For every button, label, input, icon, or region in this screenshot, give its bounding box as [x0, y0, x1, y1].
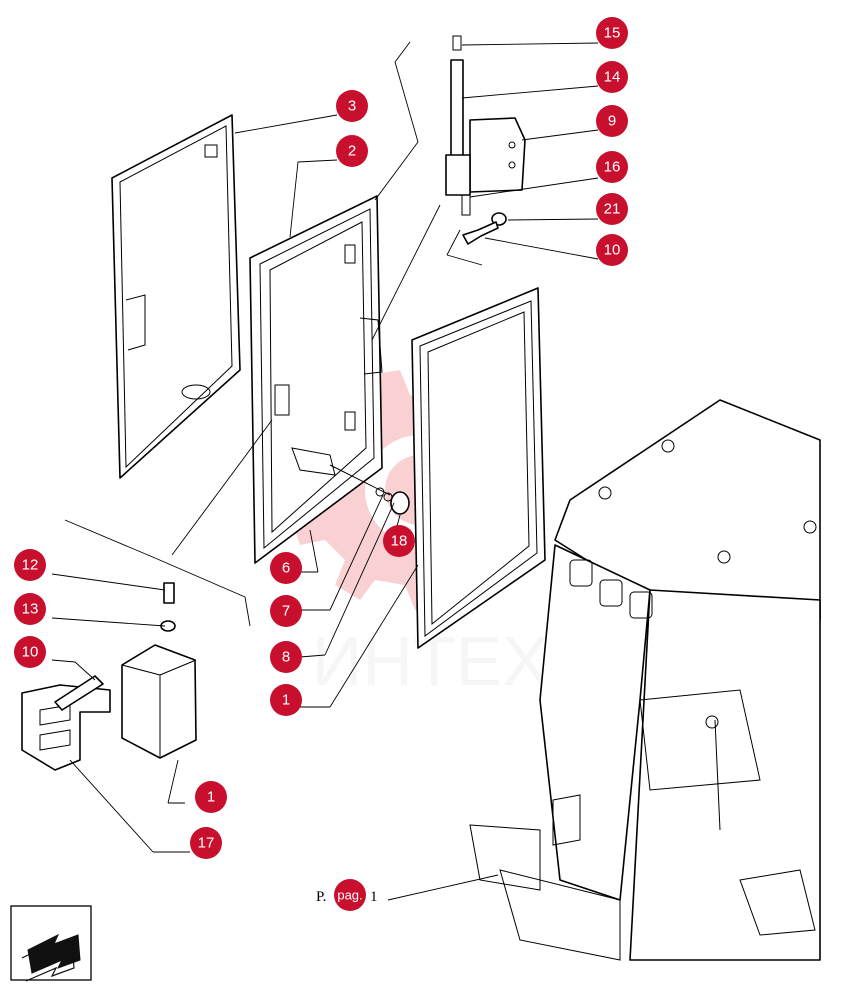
callout-14[interactable]: 14	[596, 61, 628, 93]
callout-21-label: 21	[604, 201, 621, 218]
callout-1-clamp[interactable]: 1	[195, 781, 227, 813]
callout-1-main-label: 1	[282, 692, 290, 709]
callout-18-label: 18	[391, 533, 408, 550]
page-ref-badge-label: pag.	[337, 888, 362, 903]
callout-12-label: 12	[22, 557, 39, 574]
callout-17[interactable]: 17	[190, 827, 222, 859]
window-frame	[249, 195, 393, 564]
callout-3[interactable]: 3	[336, 90, 368, 122]
callout-6[interactable]: 6	[270, 552, 302, 584]
bushing	[390, 491, 410, 515]
callout-6-label: 6	[282, 560, 290, 577]
callout-7[interactable]: 7	[270, 595, 302, 627]
callout-10-bottom[interactable]: 10	[14, 636, 46, 668]
rubber-seal	[411, 287, 546, 649]
callout-12[interactable]: 12	[14, 549, 46, 581]
callout-2-label: 2	[348, 143, 356, 160]
callout-16[interactable]: 16	[596, 151, 628, 183]
clamp-assembly	[21, 582, 197, 771]
back-arrow-icon[interactable]	[10, 905, 92, 982]
page-ref-suffix: 1	[370, 889, 378, 905]
callout-15-label: 15	[604, 25, 621, 42]
callout-13[interactable]: 13	[14, 593, 46, 625]
callout-16-label: 16	[604, 159, 621, 176]
callout-21[interactable]: 21	[596, 193, 628, 225]
page-reference[interactable]: P. pag. 1	[316, 879, 378, 911]
callout-3-label: 3	[348, 98, 356, 115]
callout-9[interactable]: 9	[596, 105, 628, 137]
callout-2[interactable]: 2	[336, 135, 368, 167]
callout-10-top-label: 10	[604, 242, 621, 259]
callout-1-clamp-label: 1	[207, 789, 215, 806]
callout-14-label: 14	[604, 69, 621, 86]
glass-panel	[111, 114, 241, 479]
callout-15[interactable]: 15	[596, 17, 628, 49]
callout-8-label: 8	[282, 649, 290, 666]
callout-8[interactable]: 8	[270, 641, 302, 673]
callout-10-top[interactable]: 10	[596, 234, 628, 266]
page-ref-prefix: P.	[316, 889, 326, 905]
callout-13-label: 13	[22, 601, 39, 618]
callout-1-main[interactable]: 1	[270, 684, 302, 716]
leader-lines	[51, 41, 599, 901]
cab-illustration	[469, 399, 821, 961]
callout-10-bottom-label: 10	[22, 644, 39, 661]
callout-7-label: 7	[282, 603, 290, 620]
page-ref-badge[interactable]: pag.	[334, 879, 366, 911]
callout-18[interactable]: 18	[383, 525, 415, 557]
hinge-assembly	[445, 35, 526, 245]
callout-17-label: 17	[198, 835, 215, 852]
callout-9-label: 9	[608, 113, 616, 130]
